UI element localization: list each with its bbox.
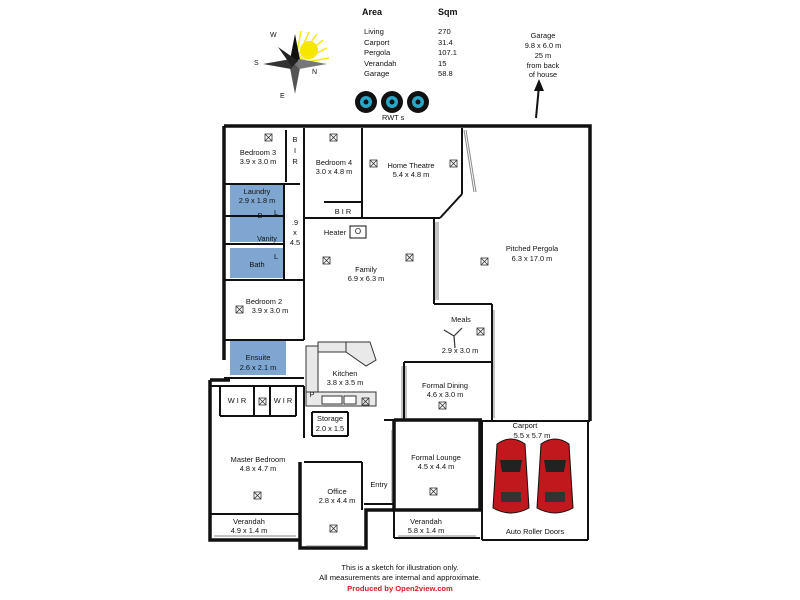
compass-w: W — [270, 32, 277, 39]
bedroom2-size: 3.9 x 3.0 m — [251, 306, 289, 315]
pantry-label: P — [309, 390, 315, 399]
family-name: Family — [355, 265, 377, 274]
home-theatre-size: 5.4 x 4.8 m — [392, 170, 430, 179]
bedroom2-name: Bedroom 2 — [245, 297, 283, 306]
home-theatre-name: Home Theatre — [387, 161, 435, 170]
bedroom4-name: Bedroom 4 — [315, 158, 353, 167]
ensuite-name: Ensuite — [245, 353, 271, 362]
sqm-header: Sqm — [438, 7, 458, 17]
formal-lounge-size: 4.5 x 4.4 m — [417, 462, 455, 471]
light-fixture-icons — [235, 133, 489, 533]
formal-lounge-name: Formal Lounge — [411, 453, 461, 462]
compass-s: S — [254, 60, 259, 67]
bedroom3-size: 3.9 x 3.0 m — [239, 157, 277, 166]
rwt-tanks-icon — [355, 91, 429, 113]
formal-dining-name: Formal Dining — [421, 381, 468, 390]
laundry-name: Laundry — [243, 187, 271, 196]
heater-label: Heater — [323, 228, 347, 237]
family-size: 6.9 x 6.3 m — [347, 274, 385, 283]
laundry-l-label: L — [273, 208, 279, 217]
garage-note-line4: from back — [526, 61, 560, 70]
laundry-size: 2.9 x 1.8 m — [238, 196, 276, 205]
verandah-front-name: Verandah — [410, 517, 442, 526]
bir-mid-label: B I R — [334, 207, 352, 216]
passage-dim-label: .9 x 4.5 — [289, 218, 301, 247]
footer-line1: This is a sketch for illustration only. — [341, 563, 459, 572]
meals-size: 2.9 x 3.0 m — [441, 346, 479, 355]
kitchen-name: Kitchen — [332, 369, 358, 378]
master-bedroom-name: Master Bedroom — [230, 455, 286, 464]
pergola-size: 6.3 x 17.0 m — [511, 254, 553, 263]
bath-l-label: L — [273, 252, 279, 261]
bedroom4-size: 3.0 x 4.8 m — [315, 167, 353, 176]
pergola-name: Pitched Pergola — [505, 244, 559, 253]
area-header: Area — [362, 7, 383, 17]
master-bedroom-size: 4.8 x 4.7 m — [239, 464, 277, 473]
bath-label: Bath — [249, 260, 265, 269]
entry-label: Entry — [370, 480, 388, 489]
meals-name: Meals — [451, 315, 471, 324]
bir-top-label: B I R — [292, 135, 298, 166]
carport-size: 5.5 x 5.7 m — [513, 431, 551, 440]
verandah-left-name: Verandah — [233, 517, 265, 526]
compass-icon — [263, 30, 330, 94]
kitchen-size: 3.8 x 3.5 m — [326, 378, 364, 387]
rwt-label: RWT s — [382, 113, 405, 122]
garage-arrow-icon — [534, 79, 544, 119]
storage-name: Storage — [317, 414, 343, 423]
garage-note-size: 9.8 x 6.0 m — [524, 41, 562, 50]
heater-symbol: O — [354, 227, 362, 236]
footer-line2: All measurements are internal and approx… — [319, 573, 481, 582]
bedroom3-name: Bedroom 3 — [239, 148, 277, 157]
garage-note-line5: of house — [528, 70, 558, 79]
wir-left-label: W I R — [227, 396, 247, 405]
compass-n: N — [312, 69, 318, 76]
formal-dining-size: 4.6 x 3.0 m — [426, 390, 464, 399]
garage-note-distance: 25 m — [534, 51, 552, 60]
vanity-label: Vanity — [257, 234, 277, 243]
roller-doors-label: Auto Roller Doors — [505, 527, 565, 536]
footer-credit: Produced by Open2view.com — [347, 584, 453, 593]
ceiling-fan-icon — [443, 327, 463, 349]
office-name: Office — [327, 487, 347, 496]
verandah-left-size: 4.9 x 1.4 m — [230, 526, 268, 535]
verandah-front-size: 5.8 x 1.4 m — [407, 526, 445, 535]
carport-name: Carport — [512, 421, 538, 430]
heater-icon — [349, 225, 367, 239]
compass-e: E — [280, 93, 285, 100]
storage-size: 2.0 x 1.5 — [315, 424, 345, 433]
office-size: 2.8 x 4.4 m — [318, 496, 356, 505]
laundry-b-label: B — [257, 211, 263, 220]
garage-note-title: Garage — [530, 31, 556, 40]
ensuite-size: 2.6 x 2.1 m — [239, 363, 277, 372]
wir-right-label: W I R — [273, 396, 293, 405]
car-icons — [492, 438, 574, 514]
